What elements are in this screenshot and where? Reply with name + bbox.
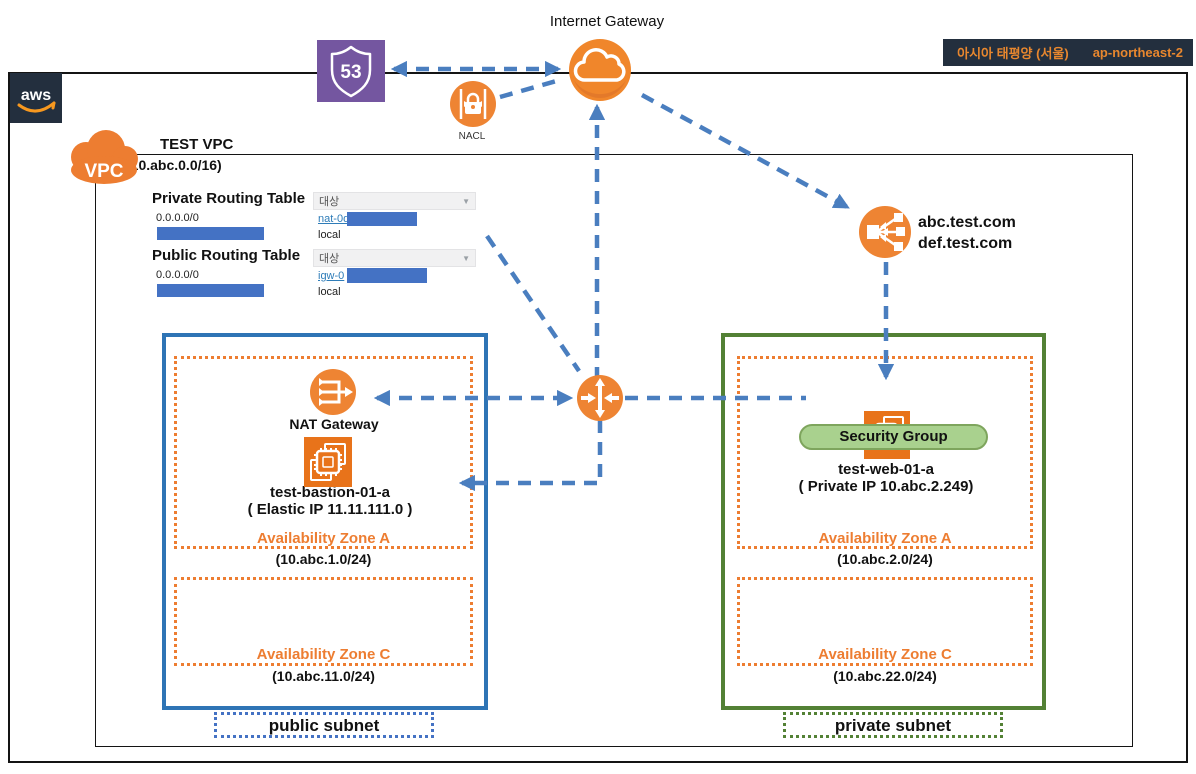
aws-logo: aws	[10, 73, 62, 123]
bastion-instance-name: test-bastion-01-a	[269, 484, 391, 501]
route-destination: 0.0.0.0/0	[156, 269, 199, 281]
region-code: ap-northeast-2	[1092, 45, 1183, 60]
public-subnet-box	[162, 333, 488, 710]
hosted-zone-domain-1: abc.test.com	[918, 214, 1016, 231]
public-az-a-label: Availability Zone A	[256, 530, 391, 547]
private-az-c-label: Availability Zone C	[818, 646, 952, 663]
public-routing-table-title: Public Routing Table	[152, 247, 301, 264]
public-az-c-cidr: (10.abc.11.0/24)	[272, 668, 375, 684]
route53-icon: 53	[317, 40, 385, 102]
nacl-icon	[450, 81, 496, 127]
dropdown-caret-icon[interactable]: ▼	[462, 196, 470, 206]
private-subnet-label: private subnet	[783, 712, 1003, 738]
nacl-label: NACL	[458, 131, 486, 142]
redaction-box	[157, 284, 264, 297]
region-name: 아시아 태평양 (서울)	[957, 46, 1069, 61]
region-badge: 아시아 태평양 (서울) ap-northeast-2	[943, 39, 1193, 66]
public-az-c-box	[174, 577, 473, 666]
svg-text:53: 53	[340, 62, 361, 83]
svg-text:VPC: VPC	[84, 161, 123, 182]
ec2-bastion-icon	[304, 437, 352, 487]
bastion-elastic-ip: ( Elastic IP 11.11.111.0 )	[247, 501, 413, 518]
dropdown-caret-icon[interactable]: ▼	[462, 253, 470, 263]
redaction-box	[347, 212, 417, 226]
web-instance-name: test-web-01-a	[838, 461, 934, 478]
cloud-glyph	[573, 48, 626, 82]
public-routing-table-header[interactable]: 대상 ▼	[313, 249, 476, 267]
route-target: local	[318, 286, 341, 298]
vpc-name: TEST VPC	[160, 136, 234, 153]
hosted-zone-domain-2: def.test.com	[918, 235, 1013, 252]
private-subnet-box	[721, 333, 1046, 710]
public-az-a-cidr: (10.abc.1.0/24)	[275, 551, 372, 567]
aws-logo-text: aws	[21, 87, 51, 104]
private-routing-table-header[interactable]: 대상 ▼	[313, 192, 476, 210]
lock-glyph	[466, 92, 480, 102]
private-az-a-label: Availability Zone A	[818, 530, 952, 547]
route-destination: 0.0.0.0/0	[156, 212, 199, 224]
route-target-link[interactable]: nat-0dd	[318, 213, 356, 225]
aws-smile-icon	[17, 101, 56, 113]
route-target-link[interactable]: igw-0	[318, 270, 345, 282]
vpc-boundary	[95, 154, 1133, 747]
web-private-ip: ( Private IP 10.abc.2.249)	[798, 478, 974, 495]
redaction-box	[157, 227, 264, 240]
hosted-zone-icon	[858, 205, 912, 259]
vpc-cidr: (10.abc.0.0/16)	[126, 157, 222, 173]
internet-gateway-icon	[568, 38, 632, 102]
vpc-router-icon	[576, 374, 624, 422]
private-az-c-box	[737, 577, 1033, 666]
redaction-box	[347, 268, 427, 283]
private-az-a-cidr: (10.abc.2.0/24)	[837, 551, 933, 567]
nat-gateway-label: NAT Gateway	[289, 416, 379, 432]
public-subnet-label: public subnet	[214, 712, 434, 738]
shield-glyph	[330, 45, 372, 98]
public-az-c-label: Availability Zone C	[256, 646, 391, 663]
nat-gateway-icon	[309, 368, 357, 416]
internet-gateway-label: Internet Gateway	[549, 13, 665, 30]
private-az-c-cidr: (10.abc.22.0/24)	[833, 668, 937, 684]
route-target: local	[318, 229, 341, 241]
vpc-cloud-icon: VPC	[64, 124, 144, 188]
security-group-pill: Security Group	[799, 424, 988, 450]
private-routing-table-title: Private Routing Table	[152, 190, 306, 207]
